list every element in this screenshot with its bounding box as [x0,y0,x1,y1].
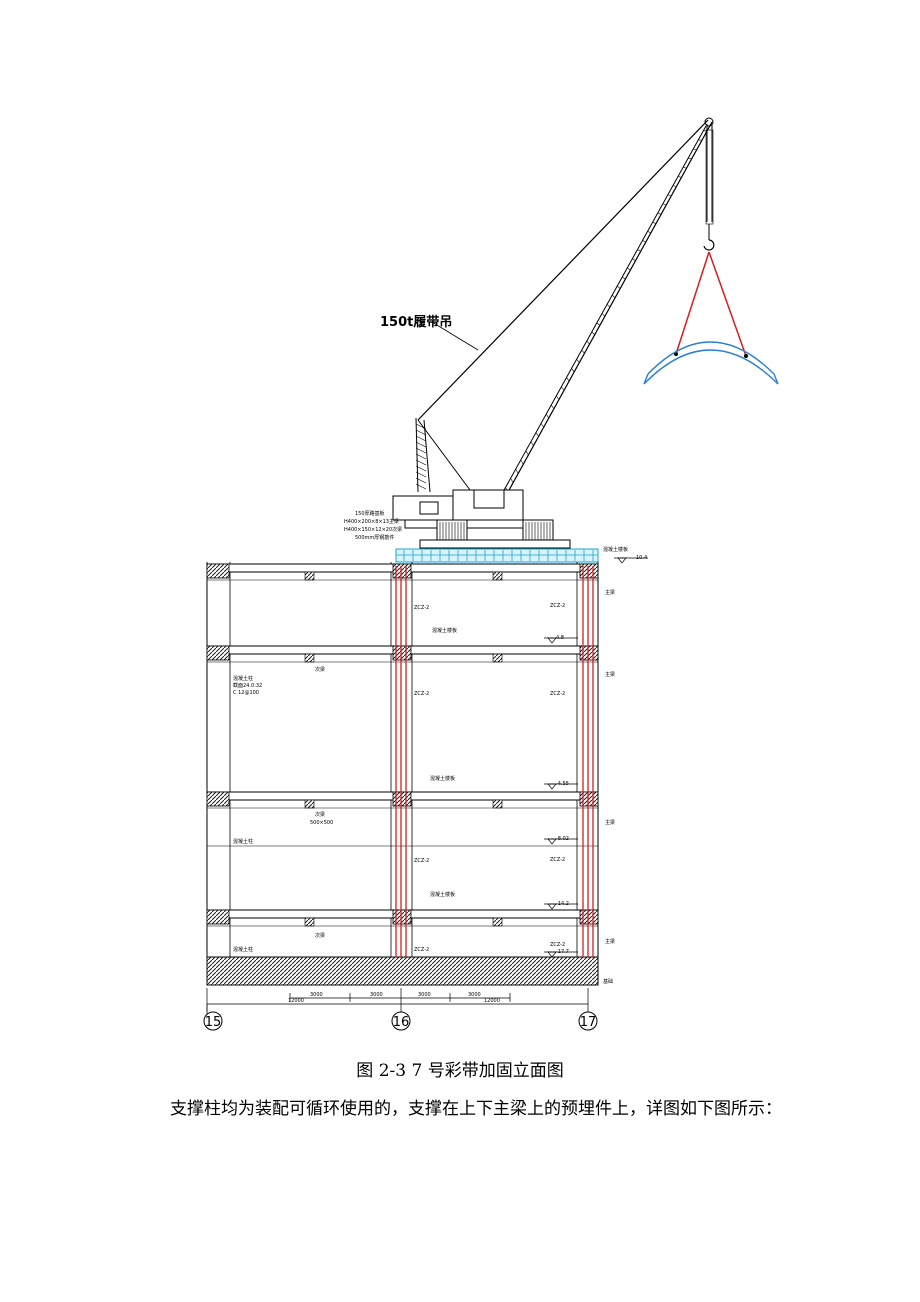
label-support-7: ZCZ-2 [414,947,429,953]
crane-note-1: 150厚路基板 [355,510,385,517]
label-concrete-column-1: 混凝土柱 [233,675,253,682]
dim-2: 3000 [370,992,383,998]
crawler-crane: 150t履带吊 150厚路基板 H400×200×8×13主梁 H400×150… [344,117,779,549]
building-frame: 混凝土楼板 混凝土楼板 混凝土楼板 混凝土楼板 主梁 主梁 主梁 主梁 次梁 次… [206,546,648,986]
label-support-5: ZCZ-2 [414,858,429,864]
label-concrete-slab-1: 混凝土楼板 [432,627,457,634]
dimension-lines [206,988,589,1014]
axis-markers: 15 16 17 [203,1004,598,1031]
elevation-drawing: 150t履带吊 150厚路基板 H400×200×8×13主梁 H400×150… [203,117,779,1031]
label-secondary-beam-2: 次梁 [315,811,325,818]
crane-note-4: 500mm厚钢筋件 [355,534,394,541]
label-secondary-beam-size: 500×500 [310,820,333,826]
figure-caption: 图 2-3 7 号彩带加固立面图 [356,1061,564,1081]
label-main-beam-4: 主梁 [605,938,615,945]
dim-1: 3000 [310,992,323,998]
label-secondary-beam-3: 次梁 [315,932,325,939]
dim-3: 3000 [418,992,431,998]
label-support-1: ZCZ-2 [414,605,429,611]
label-support-8: ZCZ-2 [550,942,565,948]
label-support-2: ZCZ-2 [550,603,565,609]
crane-mat [395,548,599,563]
dim-6: 12000 [484,998,500,1004]
label-concrete-column-2: 混凝土柱 [233,838,253,845]
label-main-beam-3: 主梁 [605,819,615,826]
label-secondary-beam-1: 次梁 [315,666,325,673]
label-main-beam-1: 主梁 [605,589,615,596]
label-concrete-column-3: 混凝土柱 [233,946,253,953]
axis-16: 16 [393,1015,410,1030]
label-support-3: ZCZ-2 [414,691,429,697]
label-concrete-slab-3: 混凝土楼板 [430,891,455,898]
crane-note-3: H400×150×12×20次梁 [344,526,402,533]
label-foundation: 基础 [603,978,613,985]
dim-4: 3000 [468,992,481,998]
axis-15: 15 [205,1015,222,1030]
label-support-6: ZCZ-2 [550,857,565,863]
body-paragraph: 支撑柱均为装配可循环使用的，支撑在上下主梁上的预埋件上，详图如下图所示： [170,1099,782,1119]
label-column-note-2: C 12@100 [233,690,259,696]
label-main-beam-2: 主梁 [605,671,615,678]
axis-17: 17 [580,1015,597,1030]
label-concrete-slab-2: 混凝土楼板 [430,775,455,782]
label-concrete-slab-top: 混凝土楼板 [603,546,628,553]
label-support-4: ZCZ-2 [550,691,565,697]
dim-5: 12000 [288,998,304,1004]
label-column-note-1: 截面24.0:32 [233,682,262,689]
crane-label: 150t履带吊 [380,314,452,330]
crane-note-2: H400×200×8×13主梁 [344,518,399,525]
